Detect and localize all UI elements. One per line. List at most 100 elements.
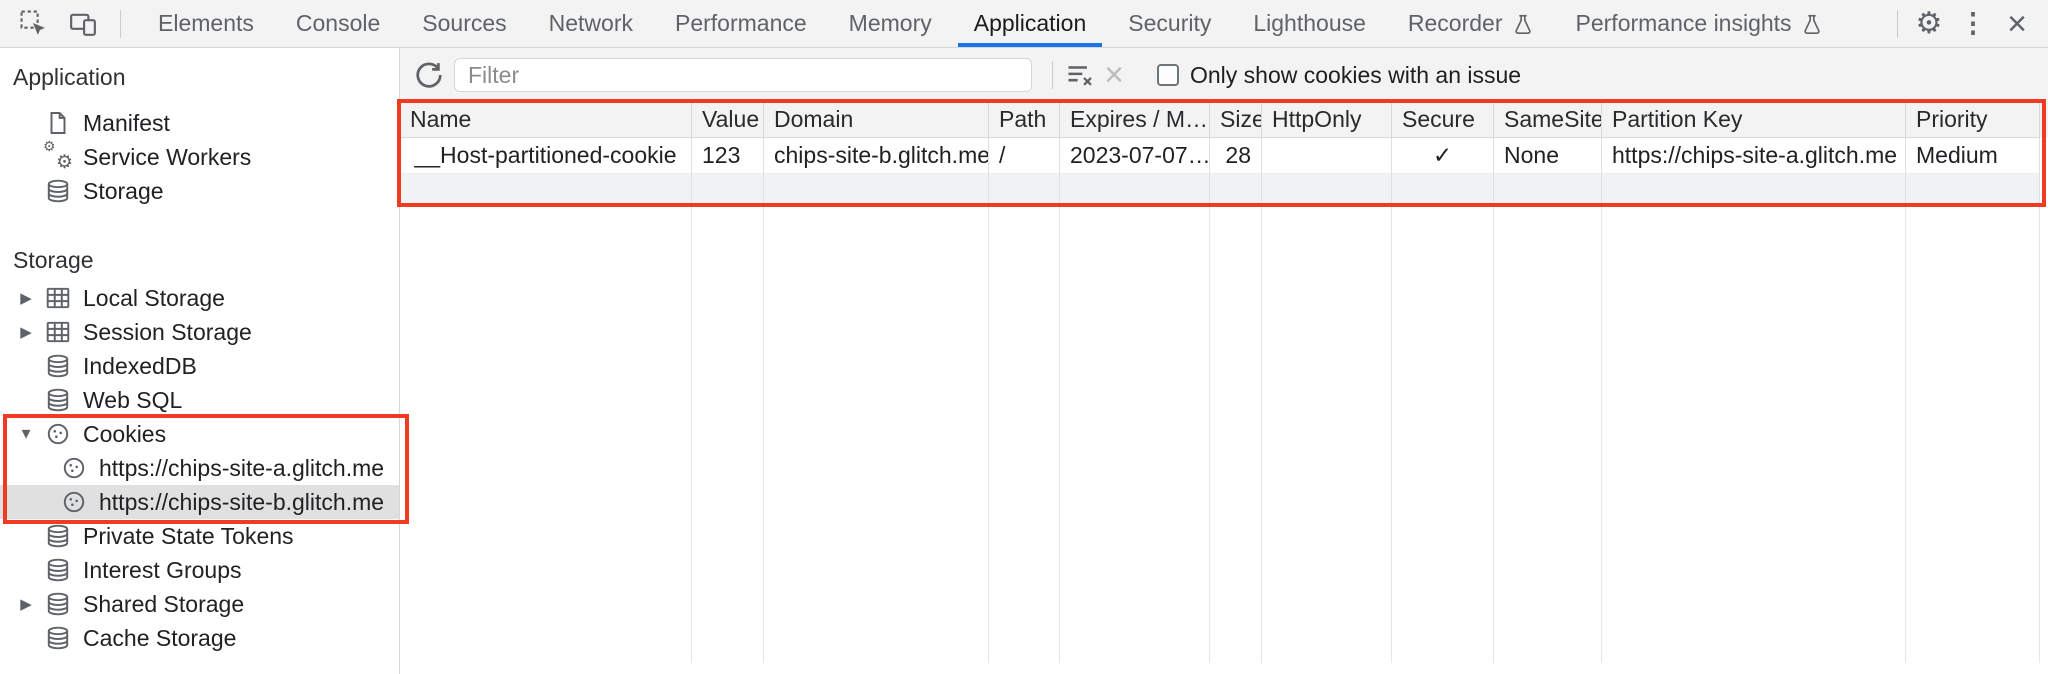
cell-samesite[interactable]: None: [1494, 138, 1602, 174]
sidebar-section-storage: Storage: [13, 247, 94, 273]
column-header-httponly[interactable]: HttpOnly: [1262, 102, 1392, 138]
tab-performance[interactable]: Performance: [654, 0, 828, 47]
tabbar-divider: [120, 9, 121, 38]
cell-name[interactable]: __Host-partitioned-cookie: [400, 138, 692, 174]
column-header-value[interactable]: Value: [692, 102, 764, 138]
column-header-partition-key[interactable]: Partition Key: [1602, 102, 1906, 138]
sidebar-item-manifest[interactable]: Manifest: [0, 106, 399, 140]
tab-network[interactable]: Network: [528, 0, 654, 47]
column-header-name[interactable]: Name: [400, 102, 692, 138]
flask-experiment-icon: [1801, 13, 1823, 35]
kebab-menu-icon[interactable]: ⋮: [1959, 8, 1987, 38]
file-icon: [44, 109, 72, 137]
sidebar-item-local-storage[interactable]: ▶ Local Storage: [0, 281, 399, 315]
table-empty-column: [1494, 205, 1602, 663]
tab-elements[interactable]: Elements: [137, 0, 275, 47]
table-filler-cell: [1602, 174, 1906, 205]
table-empty-column: [1392, 205, 1494, 663]
sidebar-item-indexeddb[interactable]: IndexedDB: [0, 349, 399, 383]
sidebar-item-cache-storage[interactable]: Cache Storage: [0, 621, 399, 655]
sidebar-item-session-storage[interactable]: ▶ Session Storage: [0, 315, 399, 349]
sidebar-item-label: Shared Storage: [83, 590, 245, 617]
tab-application[interactable]: Application: [953, 0, 1108, 47]
settings-gear-icon[interactable]: ⚙: [1915, 6, 1943, 40]
clear-filter-icon[interactable]: [1063, 58, 1097, 92]
chevron-right-icon[interactable]: ▶: [20, 596, 32, 613]
sidebar-item-interest-groups[interactable]: Interest Groups: [0, 553, 399, 587]
table-empty-column: [1262, 205, 1392, 663]
close-icon[interactable]: ×: [2007, 4, 2027, 43]
cell-expires[interactable]: 2023-07-07…: [1060, 138, 1210, 174]
tab-label: Lighthouse: [1253, 10, 1366, 36]
cell-value[interactable]: 123: [692, 138, 764, 174]
table-empty-column: [1210, 205, 1262, 663]
database-icon: [44, 590, 72, 618]
table-filler-cell: [1906, 174, 2040, 205]
tab-lighthouse[interactable]: Lighthouse: [1232, 0, 1387, 47]
table-empty-body: [400, 205, 2048, 663]
table-icon: [44, 284, 72, 312]
column-header-priority[interactable]: Priority: [1906, 102, 2040, 138]
tab-security[interactable]: Security: [1107, 0, 1232, 47]
tab-performance-insights[interactable]: Performance insights: [1555, 0, 1844, 47]
table-filler-cell: [989, 174, 1060, 205]
column-header-size[interactable]: Size: [1210, 102, 1262, 138]
column-header-domain[interactable]: Domain: [764, 102, 989, 138]
cookies-toolbar: × Only show cookies with an issue: [400, 48, 2048, 102]
tab-sources[interactable]: Sources: [401, 0, 527, 47]
chevron-down-icon[interactable]: ▼: [18, 425, 34, 443]
inspect-element-icon[interactable]: [16, 7, 50, 41]
sidebar-item-storage[interactable]: Storage: [0, 174, 399, 208]
table-filler-cell: [1262, 174, 1392, 205]
database-icon: [44, 352, 72, 380]
table-empty-column: [764, 205, 989, 663]
tab-label: Elements: [158, 10, 254, 36]
clear-all-icon[interactable]: ×: [1104, 56, 1124, 94]
sidebar-item-cookies-chips-site-b[interactable]: https://chips-site-b.glitch.me: [0, 485, 399, 519]
device-toolbar-icon[interactable]: [66, 7, 100, 41]
tab-memory[interactable]: Memory: [828, 0, 953, 47]
sidebar-item-label: Service Workers: [83, 143, 252, 170]
column-header-samesite[interactable]: SameSite: [1494, 102, 1602, 138]
tab-label: Memory: [848, 10, 932, 36]
cookie-table-row: __Host-partitioned-cookie 123 chips-site…: [400, 138, 2048, 174]
table-filler-cell: [1392, 174, 1494, 205]
column-header-secure[interactable]: Secure: [1392, 102, 1494, 138]
devtools-tabbar: Elements Console Sources Network Perform…: [0, 0, 2048, 48]
table-empty-column: [692, 205, 764, 663]
tab-recorder[interactable]: Recorder: [1387, 0, 1555, 47]
cell-priority[interactable]: Medium: [1906, 138, 2040, 174]
chevron-right-icon[interactable]: ▶: [20, 290, 32, 307]
sidebar-item-private-state-tokens[interactable]: Private State Tokens: [0, 519, 399, 553]
issues-only-checkbox[interactable]: [1157, 64, 1179, 86]
cell-domain[interactable]: chips-site-b.glitch.me: [764, 138, 989, 174]
chevron-right-icon[interactable]: ▶: [20, 324, 32, 341]
database-icon: [44, 386, 72, 414]
cell-partition-key[interactable]: https://chips-site-a.glitch.me: [1602, 138, 1906, 174]
filter-input[interactable]: [454, 58, 1032, 92]
sidebar-item-cookies[interactable]: ▼ Cookies: [0, 417, 399, 451]
cell-secure-checkmark[interactable]: ✓: [1392, 138, 1494, 174]
sidebar-item-label: https://chips-site-a.glitch.me: [99, 454, 385, 481]
tab-label: Recorder: [1407, 10, 1503, 36]
cell-httponly[interactable]: [1262, 138, 1392, 174]
sidebar-item-web-sql[interactable]: Web SQL: [0, 383, 399, 417]
tab-label: Performance insights: [1575, 10, 1792, 36]
column-header-path[interactable]: Path: [989, 102, 1060, 138]
column-header-expires[interactable]: Expires / M…: [1060, 102, 1210, 138]
database-icon: [44, 522, 72, 550]
table-empty-column: [1602, 205, 1906, 663]
tab-console[interactable]: Console: [275, 0, 401, 47]
sidebar-item-shared-storage[interactable]: ▶ Shared Storage: [0, 587, 399, 621]
cell-size[interactable]: 28: [1210, 138, 1262, 174]
sidebar-item-label: Web SQL: [83, 386, 183, 413]
toolbar-divider: [1052, 61, 1053, 89]
table-icon: [44, 318, 72, 346]
issues-only-checkbox-label[interactable]: Only show cookies with an issue: [1190, 61, 1522, 88]
cell-path[interactable]: /: [989, 138, 1060, 174]
sidebar-item-cookies-chips-site-a[interactable]: https://chips-site-a.glitch.me: [0, 451, 399, 485]
sidebar-item-service-workers[interactable]: ⚙⚙ Service Workers: [0, 138, 399, 174]
sidebar-item-label: IndexedDB: [83, 352, 197, 379]
sidebar-item-label: Private State Tokens: [83, 522, 294, 549]
refresh-icon[interactable]: [412, 58, 446, 92]
